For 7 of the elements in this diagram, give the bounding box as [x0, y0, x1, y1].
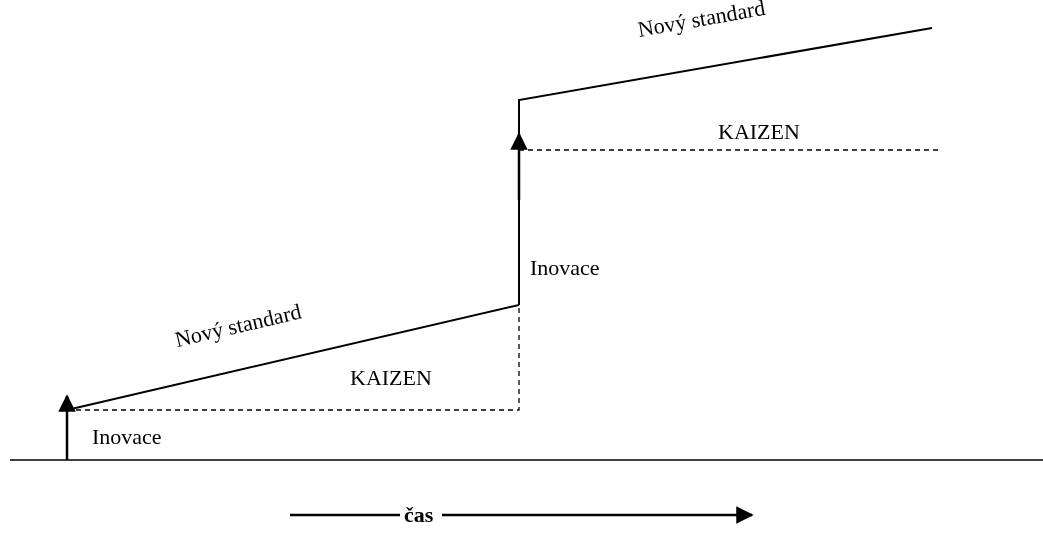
- standard-label: Nový standard: [635, 0, 767, 42]
- innovation-label: Inovace: [530, 256, 600, 280]
- time-label: čas: [404, 503, 434, 527]
- standard-label: Nový standard: [172, 299, 304, 352]
- kaizen-label: KAIZEN: [350, 366, 432, 390]
- kaizen-label: KAIZEN: [718, 120, 800, 144]
- innovation-label: Inovace: [92, 425, 162, 449]
